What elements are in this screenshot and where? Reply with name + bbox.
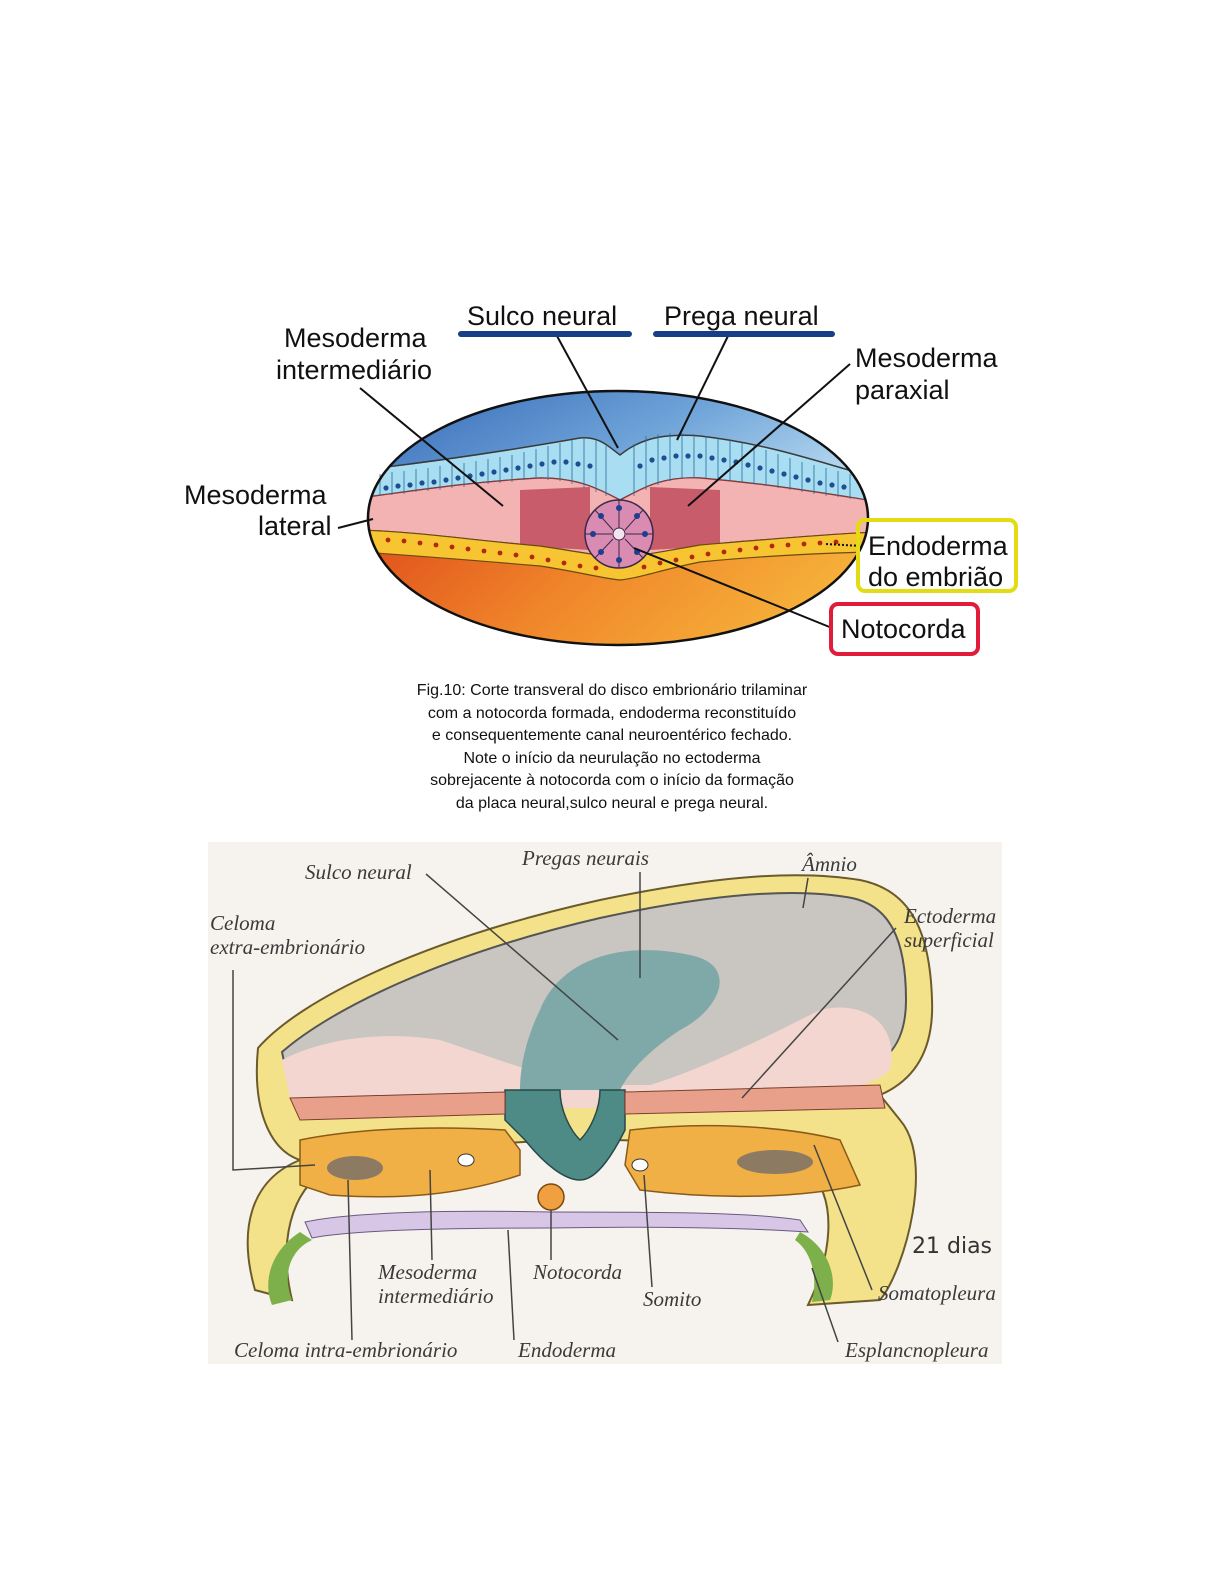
label-mesoderma-paraxial-line2: paraxial (855, 375, 950, 405)
endoderm-nuclei (385, 537, 839, 571)
ectoderm-strip (289, 1084, 886, 1121)
label2-celoma-extra-line1: Celoma (210, 911, 276, 935)
label-notocorda: Notocorda (841, 614, 966, 644)
splanchnopleure-right (795, 1232, 833, 1302)
paraxial-mesoderm-left (520, 487, 590, 550)
label2-mesoderma-intermediario-line2: intermediário (378, 1284, 494, 1308)
label-sulco-neural: Sulco neural (467, 301, 618, 331)
caption-line: com a notocorda formada, endoderma recon… (427, 704, 797, 722)
notocorda-highlight-box (829, 602, 980, 656)
intraembryonic-coelom-left (327, 1156, 383, 1180)
label2-endoderma: Endoderma (518, 1338, 616, 1362)
label-mesoderma-lateral-line2: lateral (258, 511, 332, 541)
caption-line: da placa neural,sulco neural e prega neu… (455, 794, 769, 812)
caption-line: Note o início da neurulação no ectoderma (463, 749, 761, 767)
somite-cavity-left (457, 1153, 475, 1167)
paraxial-mesoderm-right (650, 487, 720, 550)
label2-somito: Somito (643, 1287, 702, 1311)
somite-cavity-right (631, 1158, 649, 1172)
caption-line: Fig.10: Corte transveral do disco embrio… (416, 682, 808, 699)
label2-mesoderma-intermediario-line1: Mesoderma (378, 1260, 478, 1284)
ectoderm-nuclei (383, 453, 847, 491)
label-endoderma-line2: do embrião (868, 562, 1004, 592)
prega-neural-highlight-bar (653, 331, 835, 337)
figure2-leader-lines (232, 872, 897, 1343)
label-mesoderma-lateral-line1: Mesoderma (184, 480, 327, 510)
surface-ectoderm (282, 1007, 892, 1108)
figure2-illustration (208, 842, 1002, 1364)
intraembryonic-coelom-right (737, 1150, 813, 1174)
label-prega-neural: Prega neural (664, 301, 819, 331)
label2-notocorda: Notocorda (533, 1260, 623, 1284)
label-mesoderma-intermediario-line1: Mesoderma (284, 323, 427, 353)
label2-somatopleura: Somatopleura (878, 1281, 996, 1305)
stage-label: 21 dias (912, 1234, 993, 1259)
label-mesoderma-intermediario-line2: intermediário (276, 355, 433, 385)
caption-line: sobrejacente à notocorda com o início da… (430, 772, 794, 789)
label2-celoma-intra: Celoma intra-embrionário (234, 1338, 458, 1362)
neural-groove-layer (504, 1089, 626, 1181)
label2-ectoderma-line2: superficial (904, 928, 994, 952)
sulco-neural-highlight-bar (458, 331, 632, 337)
label2-sulco-neural: Sulco neural (305, 860, 412, 884)
endoderma-highlight-box (856, 518, 1018, 593)
splanchnopleure-left (268, 1232, 312, 1305)
label-mesoderma-paraxial-line1: Mesoderma (855, 343, 998, 373)
figure-caption: Fig.10: Corte transveral do disco embrio… (300, 680, 924, 815)
label2-celoma-extra-line2: extra-embrionário (210, 935, 366, 959)
label2-pregas-neurais: Pregas neurais (522, 846, 649, 870)
label2-esplancnopleura: Esplancnopleura (845, 1338, 989, 1362)
ectoderm-cells (379, 433, 851, 499)
notochord-2 (537, 1183, 565, 1211)
endoderm-layer (368, 529, 868, 581)
caption-line: e consequentemente canal neuroentérico f… (431, 727, 793, 744)
figure1-leader-lines (337, 335, 863, 629)
label-endoderma-line1: Endoderma (868, 531, 1008, 561)
neural-plate (520, 950, 720, 1090)
label2-amnio: Âmnio (802, 852, 857, 876)
label2-ectoderma-line1: Ectoderma (904, 904, 997, 928)
